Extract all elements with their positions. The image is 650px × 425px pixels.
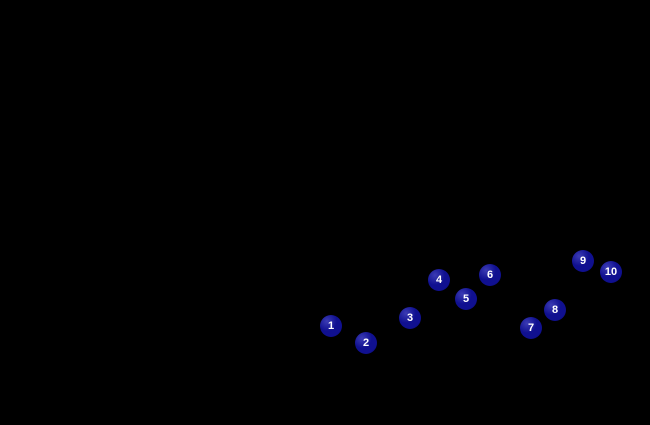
target-number-label: 2 bbox=[362, 336, 370, 349]
numbered-target-6[interactable]: 6 bbox=[479, 264, 501, 286]
numbered-target-3[interactable]: 3 bbox=[399, 307, 421, 329]
numbered-target-9[interactable]: 9 bbox=[572, 250, 594, 272]
target-number-label: 6 bbox=[486, 268, 494, 281]
numbered-target-1[interactable]: 1 bbox=[320, 315, 342, 337]
numbered-target-5[interactable]: 5 bbox=[455, 288, 477, 310]
target-number-label: 1 bbox=[327, 319, 335, 332]
target-number-label: 9 bbox=[579, 254, 587, 267]
target-number-label: 5 bbox=[462, 292, 470, 305]
target-number-label: 10 bbox=[604, 265, 618, 278]
target-number-label: 3 bbox=[406, 311, 414, 324]
numbered-target-8[interactable]: 8 bbox=[544, 299, 566, 321]
target-number-label: 4 bbox=[435, 273, 443, 286]
numbered-target-10[interactable]: 10 bbox=[600, 261, 622, 283]
numbered-target-4[interactable]: 4 bbox=[428, 269, 450, 291]
numbered-target-2[interactable]: 2 bbox=[355, 332, 377, 354]
target-number-label: 7 bbox=[527, 321, 535, 334]
numbered-target-7[interactable]: 7 bbox=[520, 317, 542, 339]
target-number-label: 8 bbox=[551, 303, 559, 316]
